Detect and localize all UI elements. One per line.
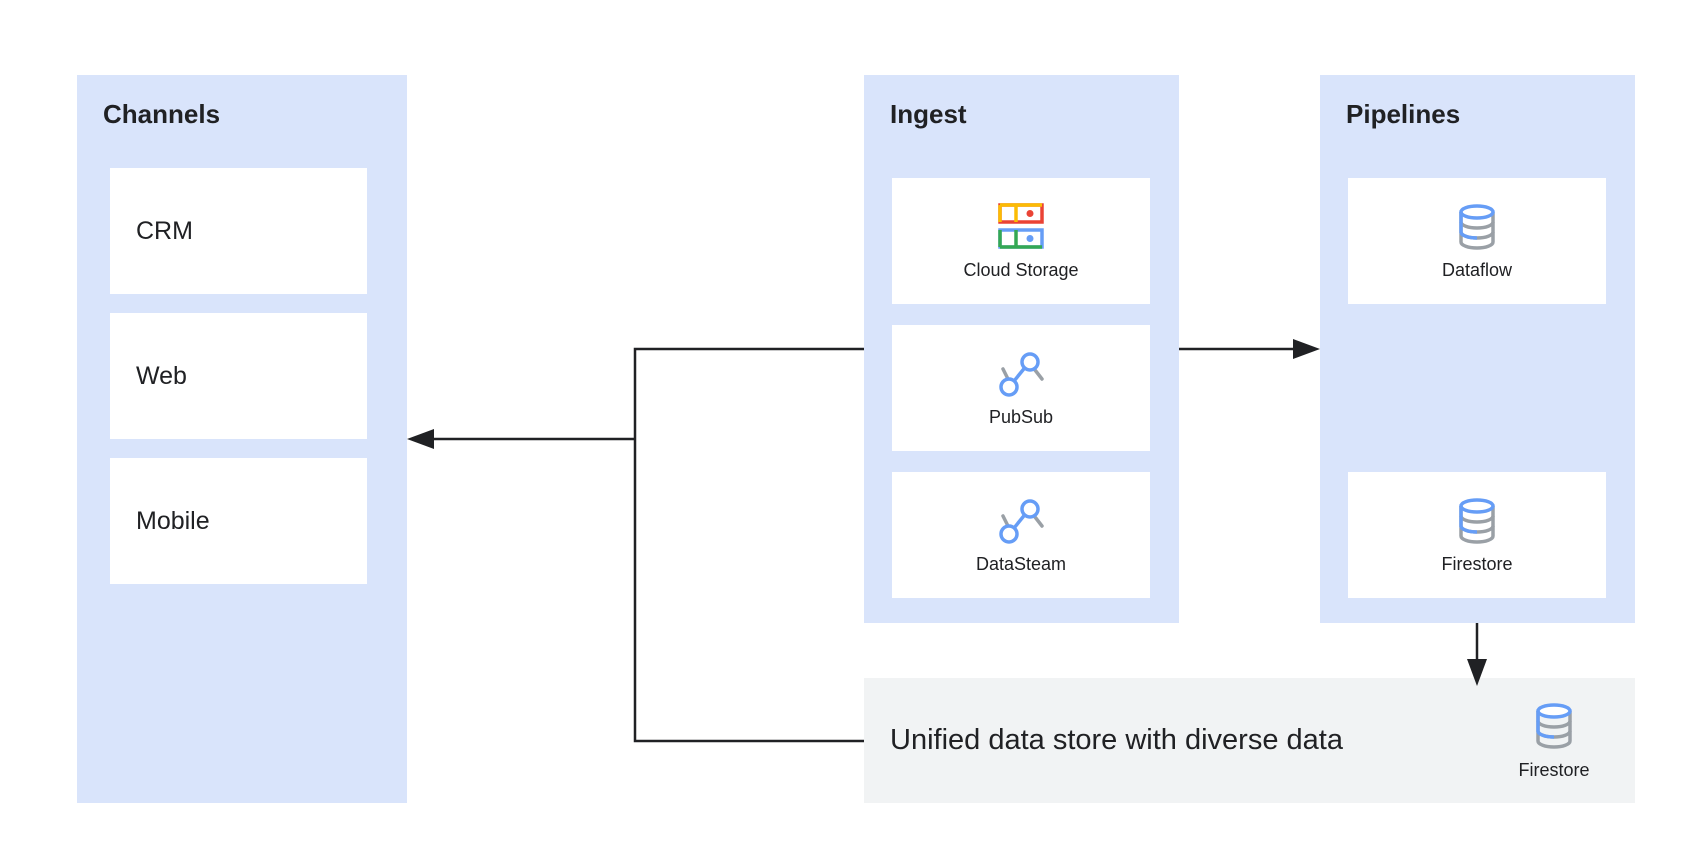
channel-label: CRM [136,216,193,245]
database-icon [1459,498,1495,544]
service-label: Cloud Storage [963,260,1079,280]
pubsub-icon [999,352,1044,397]
arrowhead-left [407,429,434,449]
service-label: Dataflow [1441,260,1513,280]
ingest-title: Ingest [890,99,967,129]
unified-data-store: Unified data store with diverse data Fir… [864,678,1635,803]
database-icon [1459,204,1495,250]
store-title: Unified data store with diverse data [890,724,1343,756]
channels-title: Channels [103,99,221,129]
service-label: Firestore [1441,554,1513,574]
pipelines-title: Pipelines [1346,99,1461,129]
channel-label: Web [136,361,187,390]
cloud-storage-icon [998,203,1044,249]
service-label: PubSub [988,407,1054,427]
channel-label: Mobile [136,506,210,535]
pipelines-panel: Pipelines Dataflow Firestore [1320,75,1635,623]
service-card-firestore: Firestore [1348,472,1606,598]
service-label: DataSteam [975,554,1067,574]
store-label: Firestore [1518,760,1590,780]
channel-card-crm: CRM [110,168,367,294]
datastream-icon [999,499,1044,544]
ingest-to-channels-line [633,347,864,743]
arrowhead-right [1293,339,1320,359]
channels-panel: Channels CRM Web Mobile [77,75,407,803]
service-card-datastream: DataSteam [892,472,1150,598]
channel-card-web: Web [110,313,367,439]
arrowhead-down [1467,659,1487,686]
ingest-panel: Ingest Cloud Storage PubSub [864,75,1179,623]
service-card-pubsub: PubSub [892,325,1150,451]
channel-card-mobile: Mobile [110,458,367,584]
service-card-dataflow: Dataflow [1348,178,1606,304]
database-icon [1536,703,1572,749]
service-card-cloud-storage: Cloud Storage [892,178,1150,304]
